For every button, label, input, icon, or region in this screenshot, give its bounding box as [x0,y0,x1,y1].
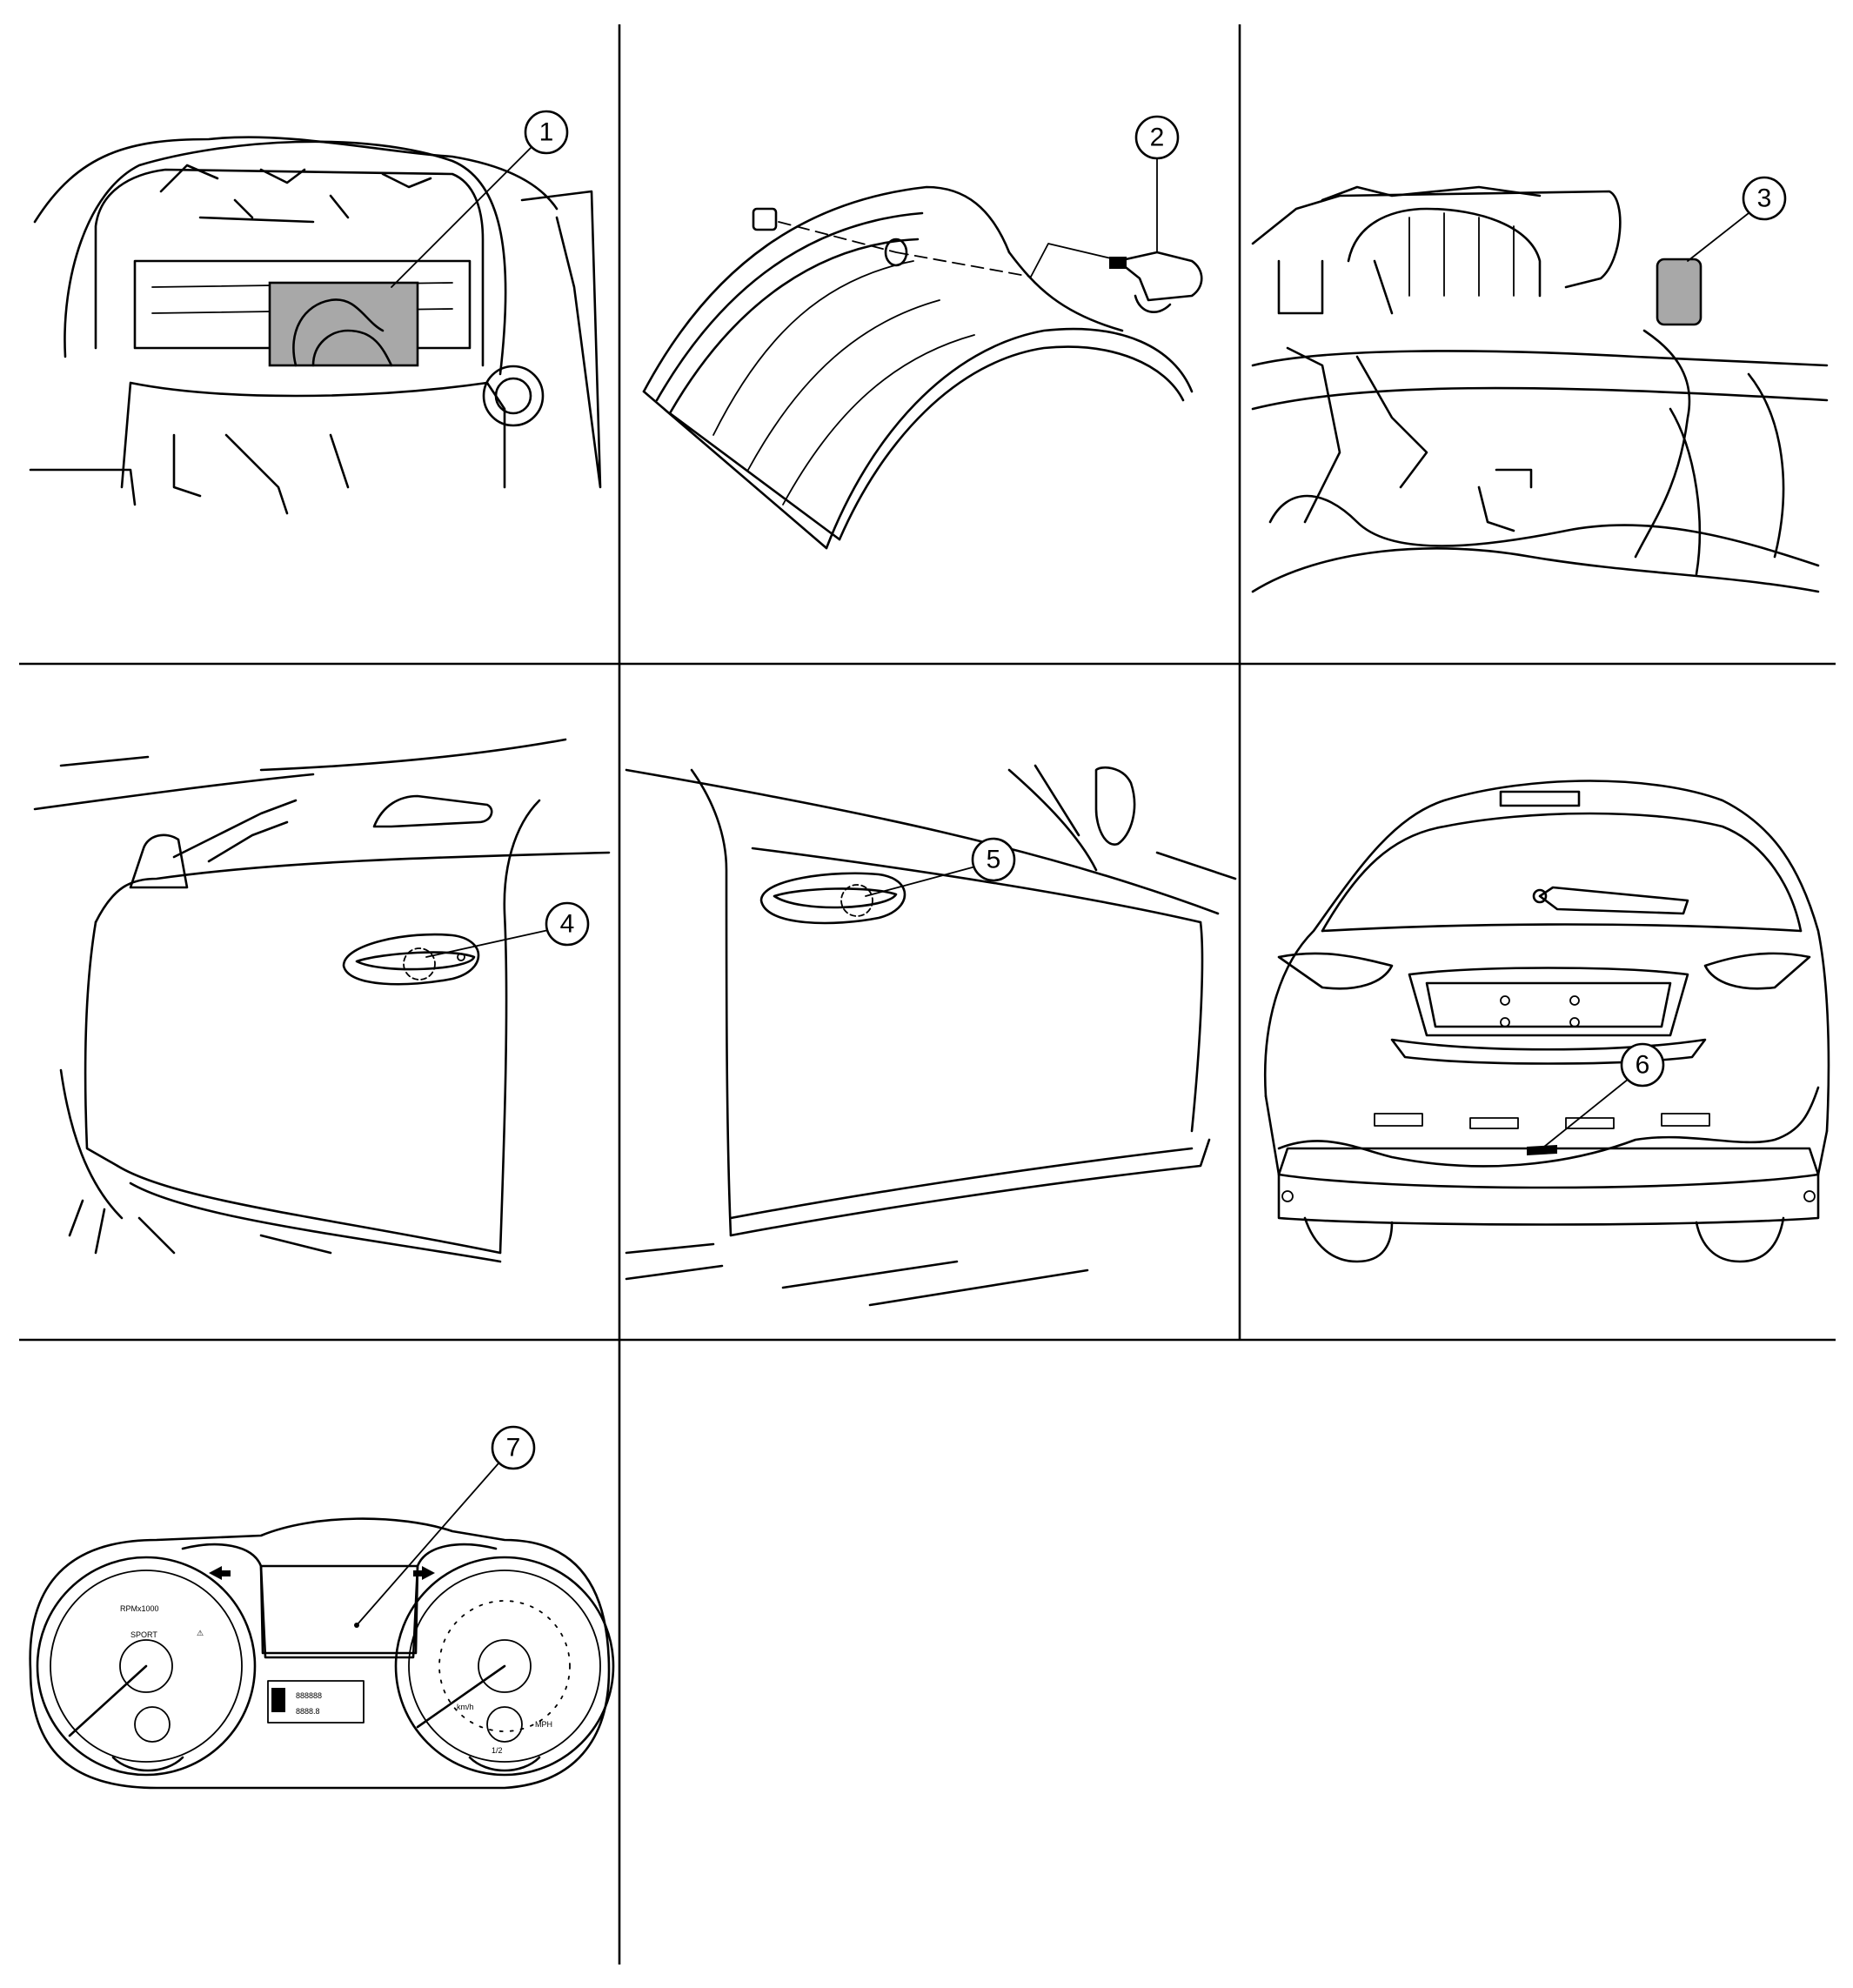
callout-1-label: 1 [539,118,554,147]
leader-line-5 [865,865,980,897]
panel-1-dashboard-unit: 1 [29,110,602,515]
panel-6-rear-bumper: 6 [1264,780,1830,1263]
callout-2: 2 [1134,115,1180,160]
callout-5-label: 5 [987,846,1001,874]
turn-right-arrow-icon [413,1566,435,1580]
fuel-half-label: 1/2 [492,1746,503,1755]
leader-line-4 [425,928,553,958]
panel-4-front-door-handle: 4 [33,738,611,1263]
panel-3-harness-module: 3 [1251,176,1829,593]
callout-3-label: 3 [1757,184,1772,213]
callout-7: 7 [491,1425,536,1470]
leader-line-1 [391,147,532,288]
callout-1: 1 [524,110,569,155]
panel-grid [19,24,1836,1965]
panel-5-passenger-door-handle: 5 [625,764,1237,1307]
callout-5: 5 [971,837,1016,882]
callout-6: 6 [1620,1042,1665,1088]
sport-mode-label: SPORT [130,1630,157,1639]
tach-unit-label: RPMx1000 [120,1604,159,1613]
shaded-module-3 [1656,258,1702,326]
odometer-top-readout: 888888 [296,1691,322,1700]
panel-2-tire-pressure-sensor: 2 [642,115,1203,550]
odometer-display: 888888 8888.8 [267,1680,365,1724]
leader-line-3 [1687,212,1749,262]
odometer-bottom-readout: 8888.8 [296,1707,320,1716]
callout-4-label: 4 [560,910,575,939]
valve-cap [752,207,778,231]
leader-line-6 [1543,1078,1629,1148]
warning-triangle-icon: ⚠ [197,1629,204,1637]
speed-unit-kmh-label: km/h [457,1703,474,1711]
callout-7-label: 7 [506,1434,521,1463]
callout-3: 3 [1742,176,1787,221]
tachometer-gauge: RPMx1000 SPORT ⚠ [36,1556,257,1777]
shaded-module-1 [268,281,419,367]
turn-left-arrow-icon [209,1566,231,1580]
tpms-sensor [1109,251,1203,313]
leader-line-7 [356,1463,499,1626]
callout-4: 4 [545,901,590,947]
speedometer-gauge: km/h MPH 1/2 [394,1556,615,1777]
speed-unit-mph-label: MPH [535,1720,552,1729]
callout-6-label: 6 [1636,1051,1650,1080]
callout-2-label: 2 [1150,124,1165,152]
rear-sensor-connector [1527,1145,1557,1155]
center-display [259,1564,419,1655]
panel-7-combination-meter: RPMx1000 SPORT ⚠ km/h MPH 1/2 888888 888… [29,1425,615,1790]
